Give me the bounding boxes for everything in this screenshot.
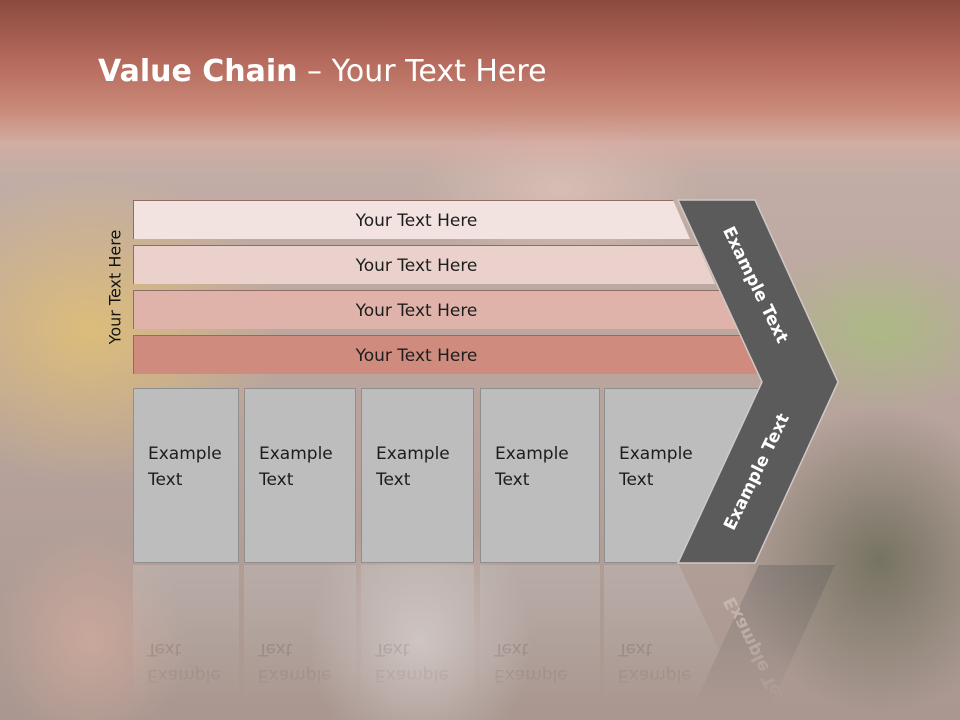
bar-1: Your Text Here: [133, 200, 690, 239]
box-4-line2: Text: [495, 470, 530, 490]
bar-2-label: Your Text Here: [355, 255, 478, 276]
box-4-line1: Example: [495, 444, 569, 464]
bar-2: Your Text Here: [133, 245, 715, 284]
bar-3: Your Text Here: [133, 290, 738, 329]
box-5-line2: Text: [619, 470, 654, 490]
bar-4: Your Text Here: [133, 335, 763, 374]
title-rest: – Your Text Here: [297, 54, 547, 89]
bar-3-label: Your Text Here: [355, 300, 478, 321]
title-bold: Value Chain: [98, 54, 298, 89]
box-3-line1: Example: [376, 444, 450, 464]
box-3-line2: Text: [376, 470, 411, 490]
box-1-line2: Text: [148, 470, 183, 490]
box-5-line1: Example: [619, 444, 693, 464]
title-banner: [0, 0, 960, 175]
bar-4-label: Your Text Here: [355, 345, 478, 366]
box-2-line2: Text: [259, 470, 294, 490]
box-2-line1: Example: [259, 444, 333, 464]
slide-title: Value Chain – Your Text Here: [98, 54, 547, 89]
chevron-arrow: [676, 199, 839, 564]
bar-1-label: Your Text Here: [355, 210, 478, 231]
box-1-line1: Example: [148, 444, 222, 464]
